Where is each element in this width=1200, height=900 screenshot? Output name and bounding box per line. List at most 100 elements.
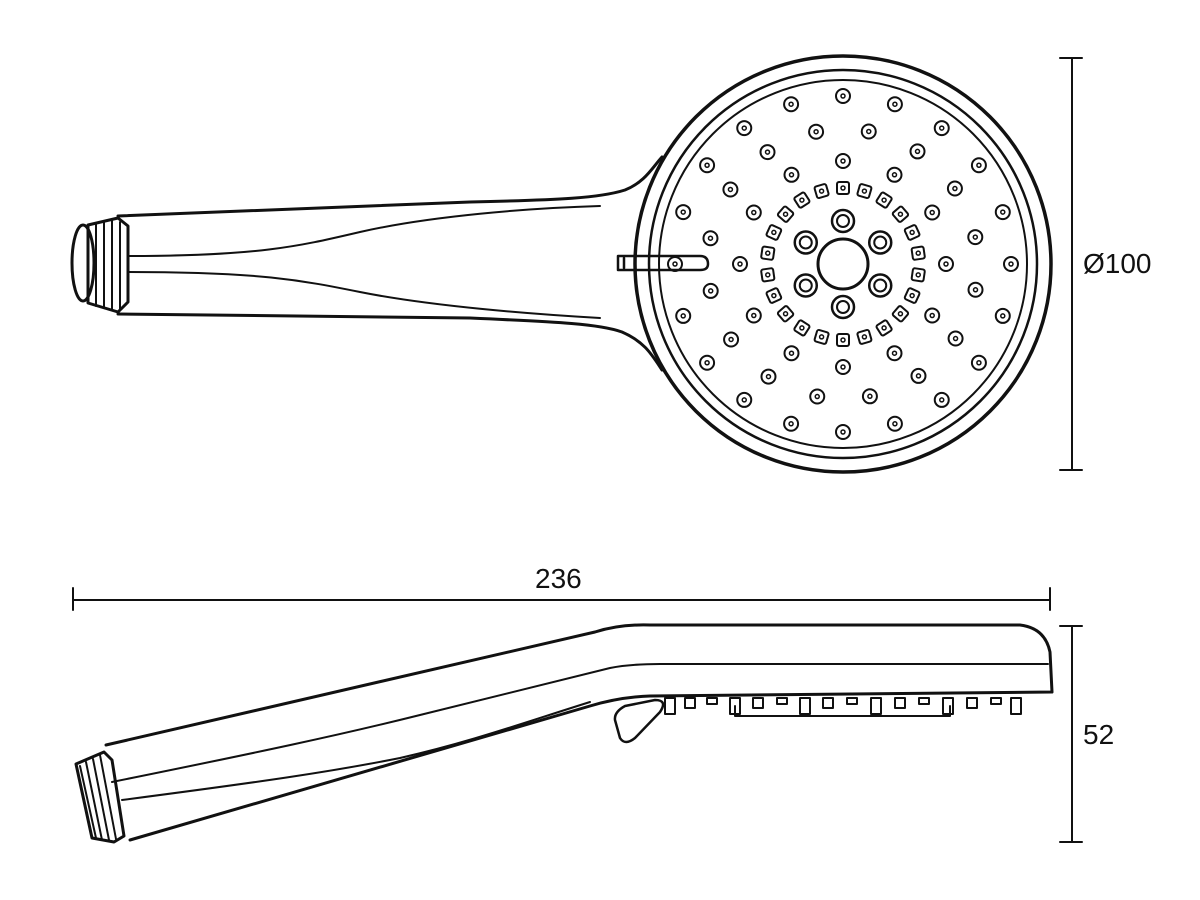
handle-contour-side <box>111 663 1049 801</box>
square-nozzle <box>760 267 776 283</box>
round-nozzle <box>924 204 941 221</box>
square-nozzle-body <box>765 287 783 304</box>
spray-face-ring <box>658 79 1028 449</box>
round-nozzle-rim <box>675 204 692 221</box>
round-nozzle-rim <box>970 157 987 174</box>
round-nozzle-rim <box>994 307 1011 324</box>
square-nozzle <box>765 287 783 304</box>
round-nozzle-rim <box>722 181 739 198</box>
round-nozzle-hole <box>840 429 846 435</box>
round-nozzle-hole <box>741 125 748 131</box>
square-nozzle-ring <box>760 181 926 347</box>
round-nozzle-hole <box>892 421 898 427</box>
round-nozzle <box>736 120 753 137</box>
round-nozzle <box>886 345 903 362</box>
round-nozzle-rim <box>809 388 826 405</box>
front-view: Ø100 <box>70 54 1152 474</box>
diameter-dimension: Ø100 <box>1059 57 1152 471</box>
round-nozzle <box>970 354 987 371</box>
round-nozzle-hole <box>943 261 949 267</box>
square-nozzle <box>903 224 921 241</box>
side-nozzle-base <box>734 705 951 717</box>
square-nozzle-body <box>776 305 795 323</box>
inner-nozzle-rim <box>793 273 819 298</box>
thread-connector-front <box>70 216 130 314</box>
spray-head-inner-ring <box>647 68 1039 460</box>
square-nozzle-hole <box>771 292 777 299</box>
round-nozzle-hole <box>892 101 898 107</box>
side-nozzle <box>846 697 858 705</box>
round-nozzle <box>808 123 825 140</box>
thread-connector-side <box>74 750 126 844</box>
round-nozzle-hole <box>707 235 714 241</box>
round-nozzle-rim <box>736 120 753 137</box>
round-nozzle-hole <box>788 172 795 178</box>
round-nozzle <box>667 256 683 272</box>
round-nozzle <box>699 354 716 371</box>
round-nozzle <box>933 391 950 408</box>
square-nozzle <box>813 328 830 345</box>
round-nozzle-hole <box>1000 209 1006 215</box>
round-nozzle-rim <box>760 368 777 385</box>
round-nozzle <box>933 120 950 137</box>
round-nozzle-rim <box>736 391 753 408</box>
inner-nozzle-ring <box>873 278 888 293</box>
round-nozzle-hole <box>866 128 872 135</box>
round-nozzle-rim <box>938 256 954 272</box>
round-nozzle-rim <box>699 157 716 174</box>
round-nozzle <box>886 415 903 432</box>
round-nozzle-rim <box>933 120 950 137</box>
square-nozzle-hole <box>881 325 887 331</box>
side-nozzle <box>706 697 718 705</box>
round-nozzle <box>745 307 762 324</box>
square-nozzle <box>836 333 850 347</box>
round-nozzle-hole <box>788 421 794 427</box>
square-nozzle-hole <box>840 185 846 191</box>
round-nozzle <box>835 153 851 169</box>
round-nozzle <box>970 157 987 174</box>
square-nozzle-body <box>813 328 830 345</box>
round-nozzle-rim <box>967 229 984 246</box>
square-nozzle-body <box>856 328 873 345</box>
round-nozzle <box>835 424 851 440</box>
square-nozzle-body <box>793 191 811 209</box>
square-nozzle-body <box>813 183 830 200</box>
square-nozzle <box>776 205 795 223</box>
round-nozzle-hole <box>915 373 922 379</box>
square-nozzle-body <box>891 305 910 323</box>
inner-nozzle <box>830 208 856 234</box>
inner-nozzle <box>793 273 819 298</box>
round-nozzle-rim <box>861 388 878 405</box>
round-nozzle <box>722 181 739 198</box>
side-nozzle <box>684 697 696 709</box>
side-nozzle <box>1010 697 1022 715</box>
square-nozzle-body <box>793 319 811 337</box>
round-nozzle-rim <box>808 123 825 140</box>
round-nozzle <box>994 204 1011 221</box>
round-nozzle-hole <box>914 148 921 155</box>
square-nozzle-hole <box>897 211 904 217</box>
inner-nozzle-ring <box>798 235 813 250</box>
round-nozzle <box>909 143 926 160</box>
round-nozzle-hole <box>1000 313 1006 319</box>
round-nozzle-rim <box>910 367 927 384</box>
square-nozzle <box>875 319 893 337</box>
round-nozzle <box>994 307 1011 324</box>
round-nozzle-hole <box>707 288 714 294</box>
square-nozzle-body <box>760 245 776 261</box>
round-nozzle-hole <box>751 312 757 319</box>
round-nozzle <box>783 166 800 183</box>
inner-nozzle <box>867 230 893 255</box>
square-nozzle-hole <box>897 311 904 317</box>
round-nozzle <box>910 367 927 384</box>
handle-contour-front <box>127 205 601 319</box>
round-nozzle-hole <box>704 359 710 366</box>
round-nozzle <box>924 307 941 324</box>
square-nozzle <box>910 245 926 261</box>
round-nozzle-hole <box>1008 261 1014 267</box>
round-nozzle <box>938 256 954 272</box>
round-nozzle <box>745 204 762 221</box>
round-nozzle-rim <box>835 88 851 104</box>
mode-selector-lever <box>616 254 710 272</box>
square-nozzle-hole <box>818 188 825 194</box>
